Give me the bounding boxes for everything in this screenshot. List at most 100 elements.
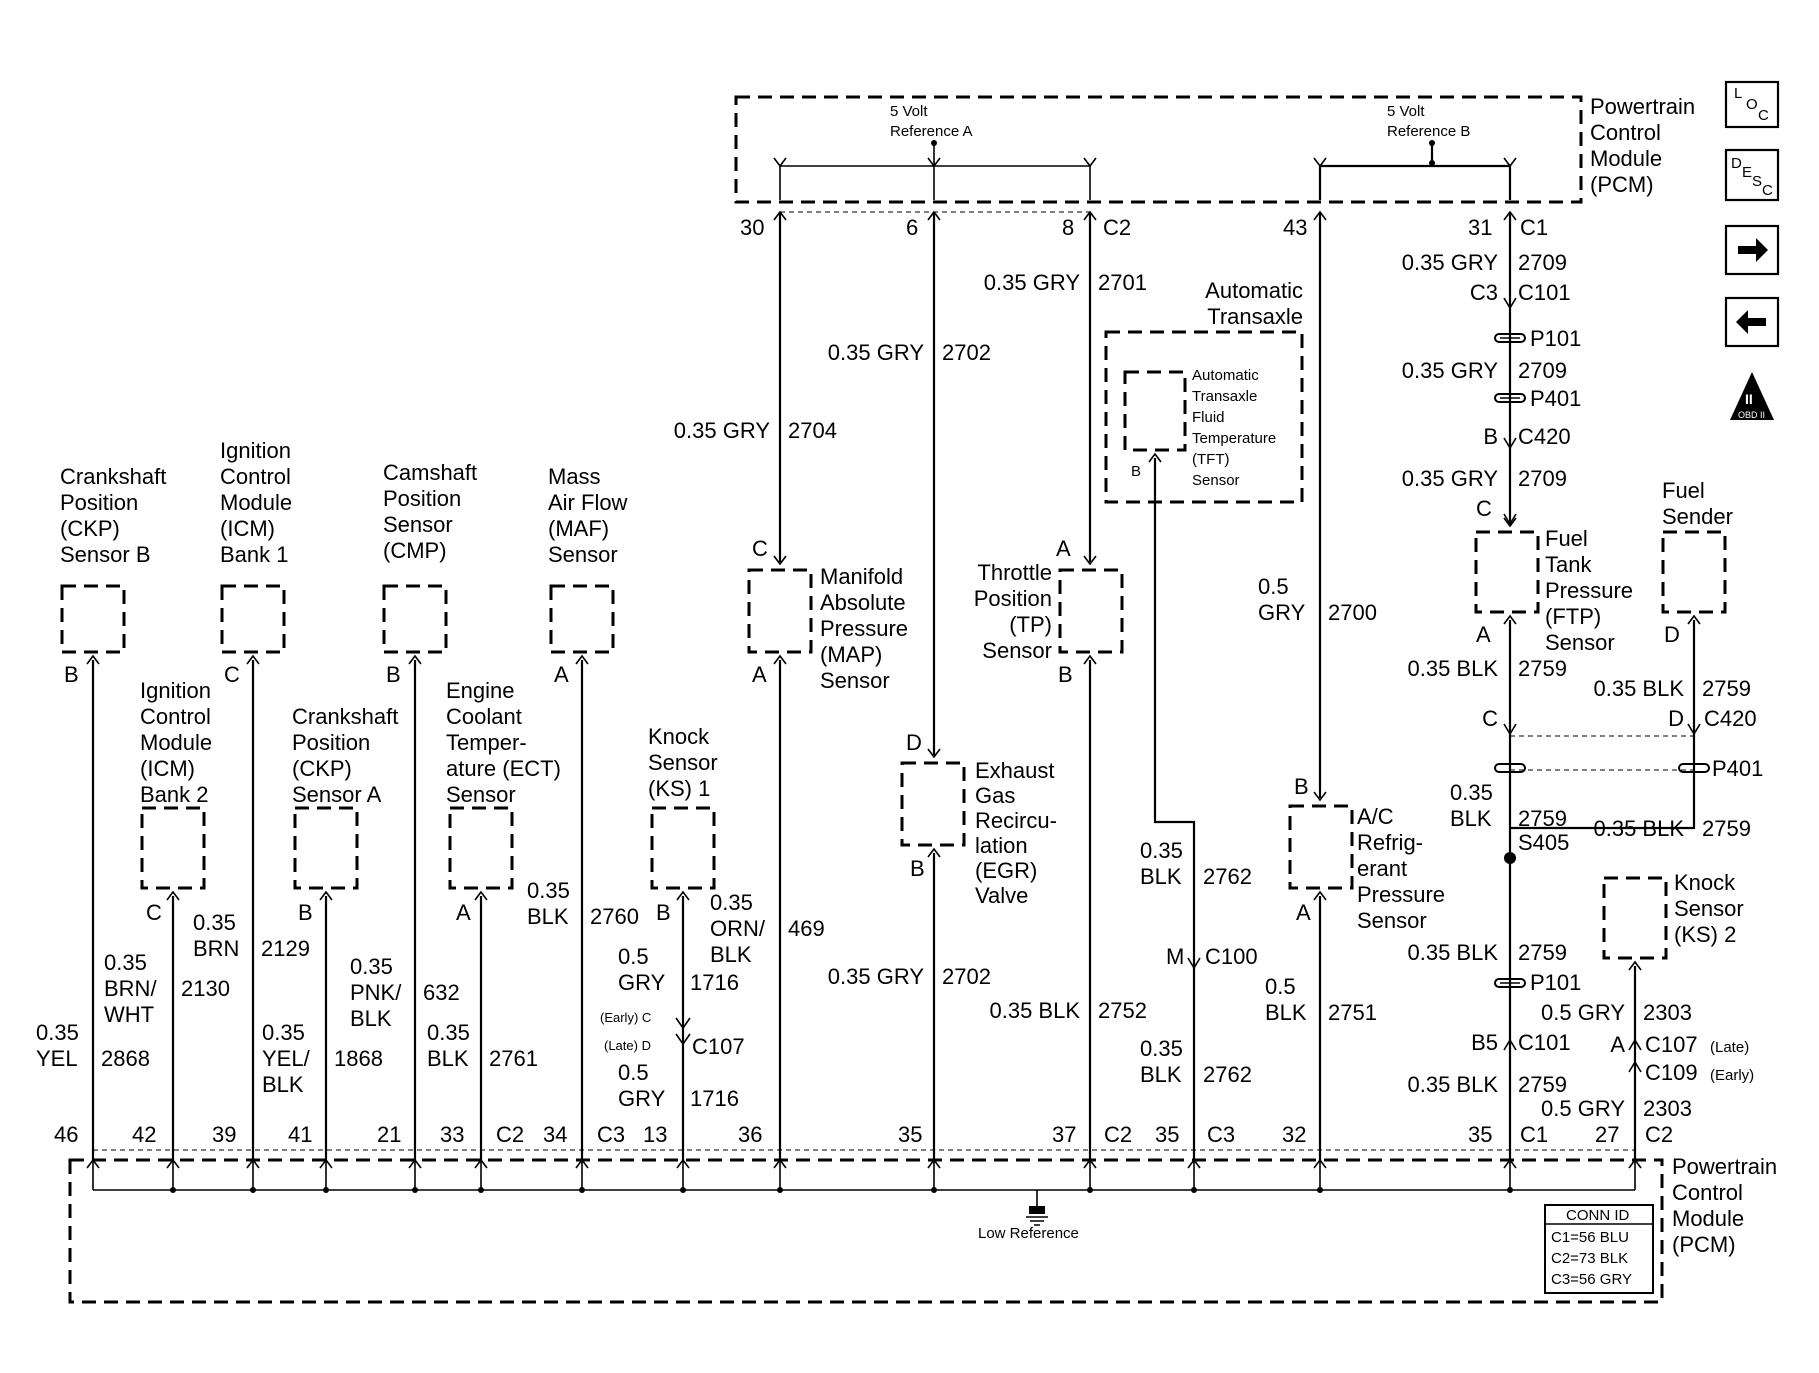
svg-text:37: 37 — [1052, 1122, 1076, 1147]
svg-text:B: B — [1483, 424, 1498, 449]
svg-text:1716: 1716 — [690, 1086, 739, 1111]
svg-text:D: D — [906, 730, 922, 755]
component-boxes — [60, 330, 1727, 960]
svg-text:0.5 GRY: 0.5 GRY — [1541, 1000, 1625, 1025]
svg-text:0.35 BLK: 0.35 BLK — [989, 998, 1080, 1023]
svg-text:C2=73 BLK: C2=73 BLK — [1551, 1250, 1628, 1267]
svg-text:Low Reference: Low Reference — [978, 1225, 1079, 1242]
svg-text:C2: C2 — [1104, 1122, 1132, 1147]
s405-splice — [1504, 852, 1516, 864]
previous-arrow-icon[interactable] — [1724, 296, 1780, 348]
conn-id-table: CONN ID C1=56 BLU C2=73 BLK C3=56 GRY — [1544, 1204, 1654, 1294]
svg-text:(Early) C: (Early) C — [600, 1010, 651, 1025]
svg-text:C: C — [1482, 706, 1498, 731]
ref-a-node — [931, 140, 937, 146]
svg-text:0.35 GRY: 0.35 GRY — [1402, 250, 1499, 275]
svg-text:0.35 BLK: 0.35 BLK — [1407, 1072, 1498, 1097]
svg-text:B5: B5 — [1471, 1030, 1498, 1055]
svg-text:D: D — [1731, 155, 1742, 172]
svg-text:0.35 GRY: 0.35 GRY — [828, 340, 925, 365]
svg-text:2704: 2704 — [788, 418, 837, 443]
svg-text:13: 13 — [643, 1122, 667, 1147]
svg-text:C3=56 GRY: C3=56 GRY — [1551, 1271, 1632, 1288]
svg-text:2761: 2761 — [489, 1046, 538, 1071]
svg-text:0.35 BLK: 0.35 BLK — [1593, 676, 1684, 701]
svg-text:A: A — [1476, 622, 1491, 647]
svg-text:D: D — [1668, 706, 1684, 731]
svg-text:0.35 GRY: 0.35 GRY — [1402, 358, 1499, 383]
loc-icon[interactable]: L O C — [1724, 80, 1780, 129]
svg-text:2303: 2303 — [1643, 1096, 1692, 1121]
svg-text:A: A — [456, 900, 471, 925]
svg-text:8: 8 — [1062, 215, 1074, 240]
svg-text:27: 27 — [1595, 1122, 1619, 1147]
desc-icon[interactable]: D E S C — [1724, 148, 1780, 202]
svg-text:P401: P401 — [1530, 386, 1581, 411]
svg-text:M: M — [1166, 944, 1184, 969]
svg-text:46: 46 — [54, 1122, 78, 1147]
svg-text:C100: C100 — [1205, 944, 1258, 969]
svg-text:0.35 BLK: 0.35 BLK — [1407, 940, 1498, 965]
svg-text:42: 42 — [132, 1122, 156, 1147]
svg-text:30: 30 — [740, 215, 764, 240]
svg-text:B: B — [1294, 774, 1309, 799]
svg-text:2759: 2759 — [1518, 806, 1567, 831]
svg-text:B: B — [656, 900, 671, 925]
svg-text:C109: C109 — [1645, 1060, 1698, 1085]
svg-text:0.35 GRY: 0.35 GRY — [828, 964, 925, 989]
svg-text:0.35 BLK: 0.35 BLK — [1593, 816, 1684, 841]
svg-text:2700: 2700 — [1328, 600, 1377, 625]
svg-text:C: C — [752, 536, 768, 561]
svg-text:S: S — [1752, 173, 1762, 190]
svg-text:35: 35 — [1155, 1122, 1179, 1147]
svg-text:C420: C420 — [1518, 424, 1571, 449]
svg-text:C3: C3 — [597, 1122, 625, 1147]
svg-text:(Early): (Early) — [1710, 1067, 1754, 1084]
next-arrow-icon[interactable] — [1724, 224, 1780, 276]
svg-text:2709: 2709 — [1518, 358, 1567, 383]
svg-text:P101: P101 — [1530, 326, 1581, 351]
svg-text:632: 632 — [423, 980, 460, 1005]
ground-icon — [1026, 1190, 1048, 1226]
svg-text:C420: C420 — [1704, 706, 1757, 731]
svg-text:0.35 GRY: 0.35 GRY — [984, 270, 1081, 295]
svg-text:2760: 2760 — [590, 904, 639, 929]
svg-text:II: II — [1745, 391, 1753, 407]
svg-text:1716: 1716 — [690, 970, 739, 995]
obd-ii-icon[interactable]: II OBD II — [1730, 372, 1774, 420]
p101-top-symbol — [1494, 333, 1526, 343]
svg-text:C: C — [1758, 107, 1769, 124]
svg-text:21: 21 — [377, 1122, 401, 1147]
svg-text:B: B — [64, 662, 79, 687]
svg-text:A: A — [1296, 900, 1311, 925]
svg-text:2303: 2303 — [1643, 1000, 1692, 1025]
svg-text:L: L — [1734, 85, 1742, 102]
svg-text:2759: 2759 — [1702, 816, 1751, 841]
svg-text:C107: C107 — [1645, 1032, 1698, 1057]
svg-text:469: 469 — [788, 916, 825, 941]
svg-text:2752: 2752 — [1098, 998, 1147, 1023]
